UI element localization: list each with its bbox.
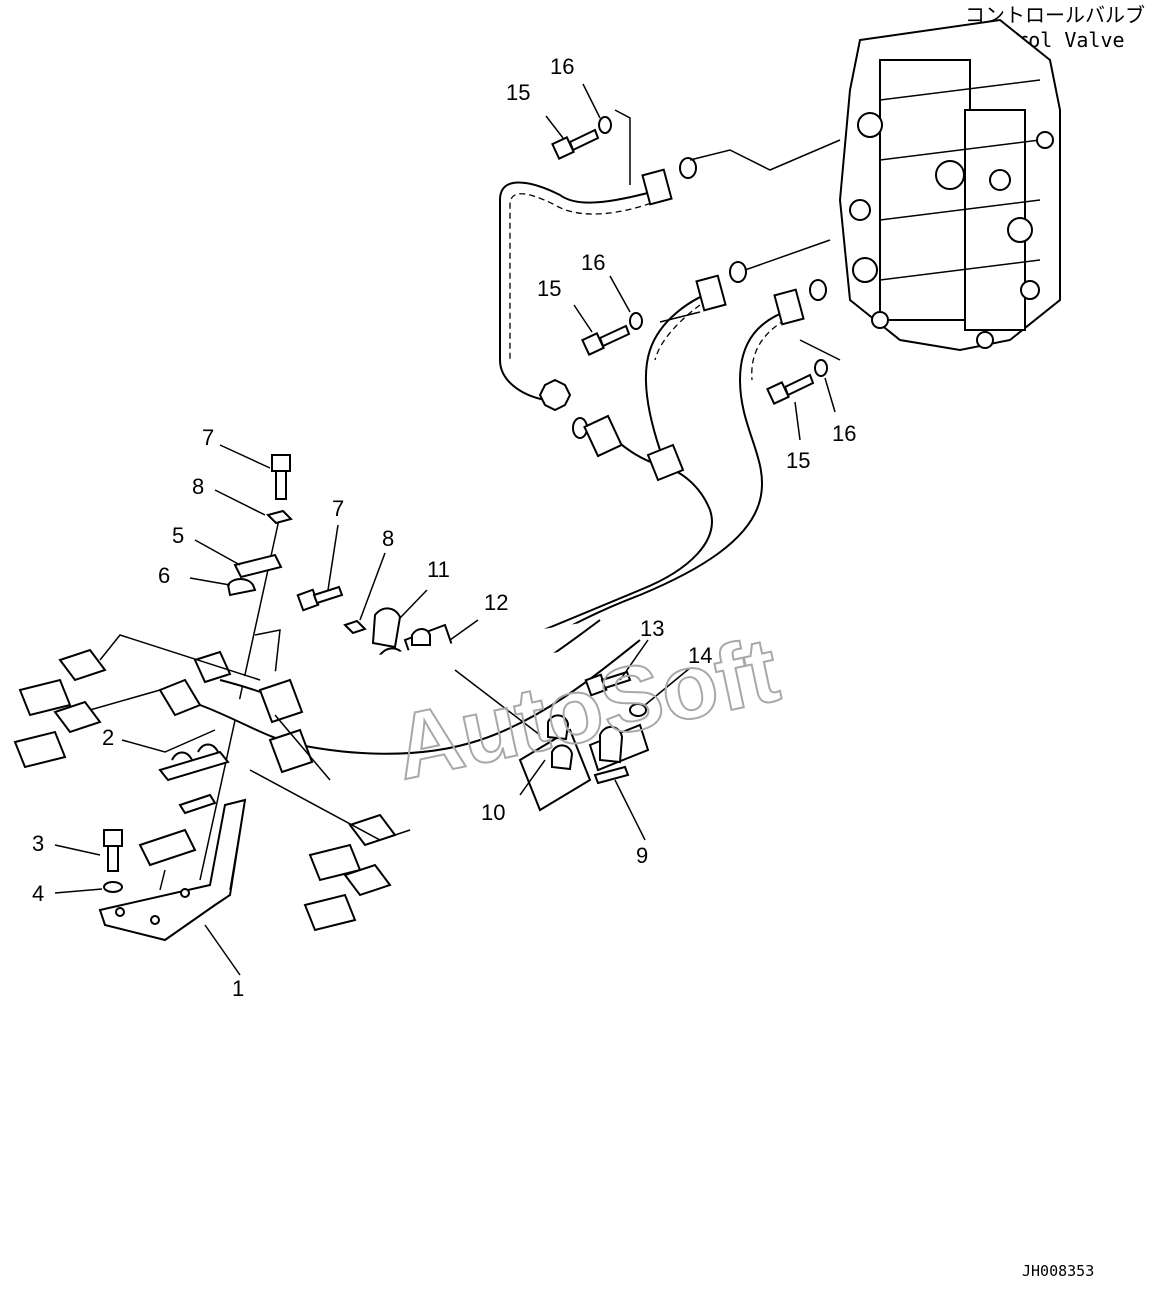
- callout-16b: 16: [581, 250, 605, 275]
- callout-8a: 8: [192, 474, 204, 499]
- callout-1: 1: [232, 976, 244, 1001]
- callout-10: 10: [481, 800, 505, 825]
- clamp-6: [226, 578, 257, 597]
- lower-hoses: [13, 619, 641, 932]
- callout-11: 11: [427, 557, 450, 582]
- callout-15a: 15: [506, 80, 530, 105]
- washer-8b: [343, 619, 367, 635]
- callout-13: 13: [640, 616, 664, 641]
- callout-4: 4: [32, 881, 44, 906]
- washer-16b: [629, 312, 643, 330]
- callout-16a: 16: [550, 54, 574, 79]
- callout-15b: 15: [537, 276, 561, 301]
- callout-8b: 8: [382, 526, 394, 551]
- callout-6: 6: [158, 563, 170, 588]
- callout-3: 3: [32, 831, 44, 856]
- clamp-2: [138, 743, 230, 867]
- bolt-7a: [271, 454, 291, 500]
- washer-16a: [598, 116, 612, 134]
- upper-hoses: [469, 157, 827, 661]
- callout-14: 14: [688, 643, 712, 668]
- clamp-9: [588, 723, 650, 785]
- callout-7a: 7: [202, 425, 214, 450]
- bolt-15a: [551, 128, 600, 160]
- bolt-15b: [581, 324, 631, 356]
- callout-2: 2: [102, 725, 114, 750]
- callout-15c: 15: [786, 448, 810, 473]
- washer-16c: [814, 359, 828, 377]
- callout-12: 12: [484, 590, 508, 615]
- washer-14: [629, 703, 647, 717]
- drawing-number: JH008353: [1022, 1262, 1094, 1280]
- bolt-15c: [766, 373, 815, 405]
- clamp-10: [518, 714, 592, 812]
- washer-8a: [266, 509, 293, 525]
- control-valve: [838, 18, 1061, 352]
- callout-16c: 16: [832, 421, 856, 446]
- callout-9: 9: [636, 843, 648, 868]
- clamp-5: [233, 553, 283, 579]
- bracket-1: [98, 798, 247, 942]
- callout-5: 5: [172, 523, 184, 548]
- bolt-3: [103, 829, 123, 872]
- washer-4: [103, 881, 123, 893]
- callout-7b: 7: [332, 496, 344, 521]
- bolt-7b: [296, 585, 344, 612]
